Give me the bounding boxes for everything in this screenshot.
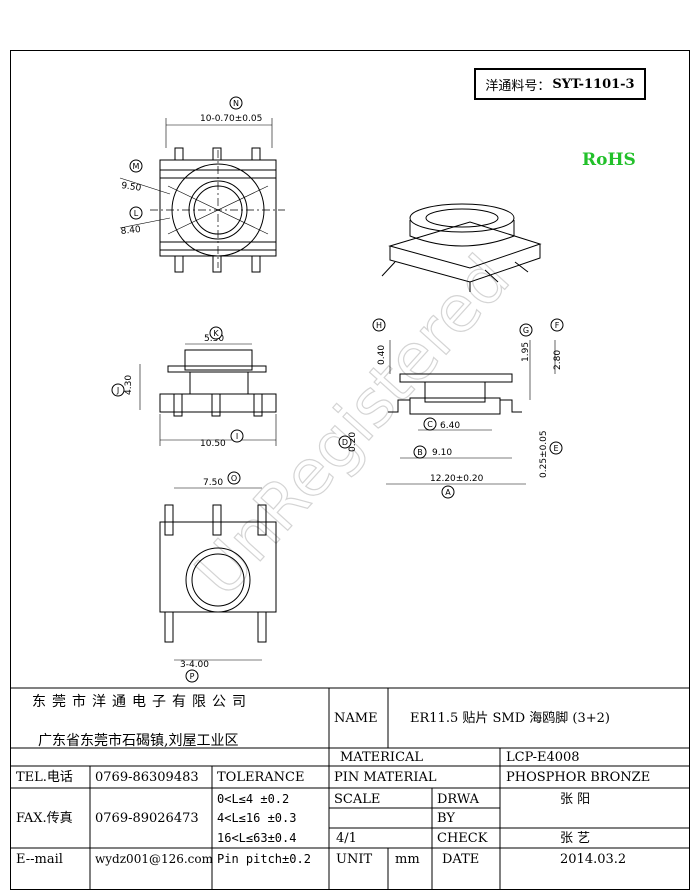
ref-k: K xyxy=(209,326,223,340)
dimension-text: D xyxy=(342,438,348,447)
dimension-text: E xyxy=(553,444,558,453)
dim-f: 2.80 xyxy=(553,350,563,370)
pin-material-label: PIN MATERIAL xyxy=(334,770,437,785)
dimension-text: I xyxy=(236,432,238,441)
ref-o: O xyxy=(227,471,241,485)
drawing-sheet xyxy=(10,50,690,890)
ref-m: M xyxy=(129,159,143,173)
ref-d: D xyxy=(338,435,352,449)
ref-f: F xyxy=(550,318,564,332)
ref-n: N xyxy=(229,96,243,110)
ref-j: J xyxy=(111,383,125,397)
ref-p: P xyxy=(185,669,199,683)
dim-i: 10.50 xyxy=(200,439,226,449)
tolerance-range-1: 0<L≤4 ±0.2 xyxy=(217,792,290,806)
ref-i: I xyxy=(230,429,244,443)
tel-label: TEL.电话 xyxy=(16,770,73,785)
unit-value: mm xyxy=(395,852,420,867)
ref-g: G xyxy=(519,323,533,337)
dimension-text: P xyxy=(190,672,195,681)
dimension-text: A xyxy=(445,488,451,497)
ref-e: E xyxy=(549,441,563,455)
dimension-text: K xyxy=(213,329,219,338)
dimension-text: M xyxy=(133,162,140,171)
check-label: CHECK xyxy=(437,831,488,846)
dim-h: 0.40 xyxy=(377,345,387,365)
tolerance-pin-pitch: Pin pitch±0.2 xyxy=(217,852,311,866)
part-number-value: SYT-1101-3 xyxy=(552,76,635,92)
watermark: UnRegistered xyxy=(182,242,524,611)
dimension-text: O xyxy=(231,474,237,483)
ref-h: H xyxy=(372,318,386,332)
front-view xyxy=(139,343,277,446)
dim-e: 0.25±0.05 xyxy=(539,430,549,478)
ref-a: A xyxy=(441,485,455,499)
isometric-view xyxy=(381,203,542,292)
dimension-text: C xyxy=(427,420,433,429)
dimension-text: G xyxy=(523,326,529,335)
dim-o: 7.50 xyxy=(203,478,223,488)
dimension-text: F xyxy=(555,321,560,330)
drwa-label: DRWA xyxy=(437,792,480,807)
dim-a: 12.20±0.20 xyxy=(430,474,484,484)
tel-value: 0769-86309483 xyxy=(95,770,199,785)
company-address: 广东省东莞市石碣镇,刘屋工业区 xyxy=(38,733,239,749)
date-value: 2014.03.2 xyxy=(560,852,627,867)
dimension-text: H xyxy=(376,321,382,330)
email-value: wydz001@126.com xyxy=(95,852,214,866)
fax-value: 0769-89026473 xyxy=(95,811,199,826)
scale-label: SCALE xyxy=(334,792,381,807)
dim-d: 0.20 xyxy=(348,432,358,452)
part-number-box: 洋通料号： SYT-1101-3 xyxy=(474,68,646,100)
dimension-text: L xyxy=(134,209,139,218)
dimension-text: B xyxy=(417,448,423,457)
dim-b: 9.10 xyxy=(432,448,452,458)
fax-label: FAX.传真 xyxy=(16,811,73,826)
email-label: E--mail xyxy=(16,852,63,867)
ref-b: B xyxy=(413,445,427,459)
rohs-mark: RoHS xyxy=(582,150,636,170)
top-view xyxy=(119,118,285,273)
dim-m: 9.50 xyxy=(121,181,143,194)
unit-label: UNIT xyxy=(336,852,373,867)
dim-n: 10-0.70±0.05 xyxy=(200,114,262,124)
pin-material-value: PHOSPHOR BRONZE xyxy=(506,770,651,785)
tolerance-range-2: 4<L≤16 ±0.3 xyxy=(217,811,297,825)
tolerance-range-3: 16<L≤63±0.4 xyxy=(217,831,297,845)
dim-p: 3-4.00 xyxy=(180,660,209,670)
date-label: DATE xyxy=(442,852,480,867)
tolerance-label: TOLERANCE xyxy=(217,770,305,785)
material-label: MATERICAL xyxy=(340,750,424,765)
dim-g: 1.95 xyxy=(521,342,531,362)
ref-c: C xyxy=(423,417,437,431)
material-value: LCP-E4008 xyxy=(506,750,580,765)
by-label: BY xyxy=(437,811,455,826)
title-block-grid xyxy=(10,687,690,890)
name-value: ER11.5 贴片 SMD 海鸥脚 (3+2) xyxy=(410,711,610,726)
dim-l: 8.40 xyxy=(120,225,141,237)
company-name: 东莞市洋通电子有限公司 xyxy=(32,694,252,710)
dim-j: 4.30 xyxy=(124,375,134,395)
reference-labels: N M L K J I O P H G F C B D E A xyxy=(111,96,564,683)
dim-c: 6.40 xyxy=(440,421,460,431)
dimension-text: J xyxy=(116,386,119,395)
dimension-text: N xyxy=(233,99,239,108)
check-value: 张 艺 xyxy=(560,831,591,846)
bottom-view xyxy=(159,487,277,661)
drwa-value: 张 阳 xyxy=(560,792,591,807)
name-label: NAME xyxy=(334,711,378,726)
scale-value: 4/1 xyxy=(336,831,357,846)
part-number-label: 洋通料号： xyxy=(485,78,551,94)
ref-l: L xyxy=(129,206,143,220)
